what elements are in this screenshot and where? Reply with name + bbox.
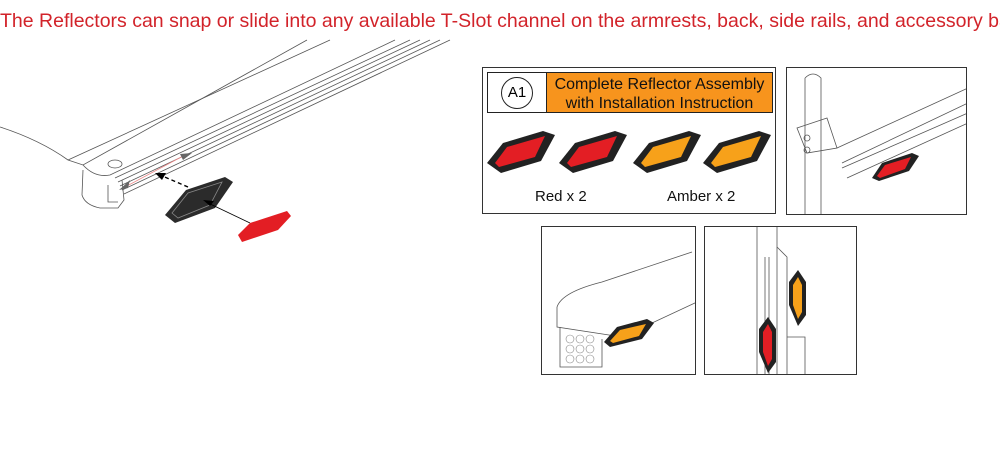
amber-reflector-1 [633,131,701,173]
reflector-kit-box: A1 Complete Reflector Assembly with Inst… [482,67,776,214]
kit-header: A1 Complete Reflector Assembly with Inst… [487,72,773,113]
armrest-example-panel [541,226,696,375]
t-slot-installation-illustration [0,39,451,242]
red-reflector-1 [487,131,555,173]
back-post-example-panel [704,226,857,375]
red-quantity-label: Red x 2 [535,188,587,205]
instruction-title: The Reflectors can snap or slide into an… [0,10,1000,32]
amber-reflector-2 [703,131,771,173]
kit-description-line1: Complete Reflector Assembly [554,76,765,93]
red-reflector-2 [559,131,627,173]
side-rail-example-panel [786,67,967,215]
kit-id-badge: A1 [501,76,533,109]
kit-description-line2: with Installation Instruction [565,95,754,112]
amber-quantity-label: Amber x 2 [667,188,736,205]
reflector-set-illustration [487,131,771,173]
red-reflector-insert [238,211,291,242]
black-bezel [165,177,233,223]
kit-description: Complete Reflector Assembly with Install… [547,73,772,112]
